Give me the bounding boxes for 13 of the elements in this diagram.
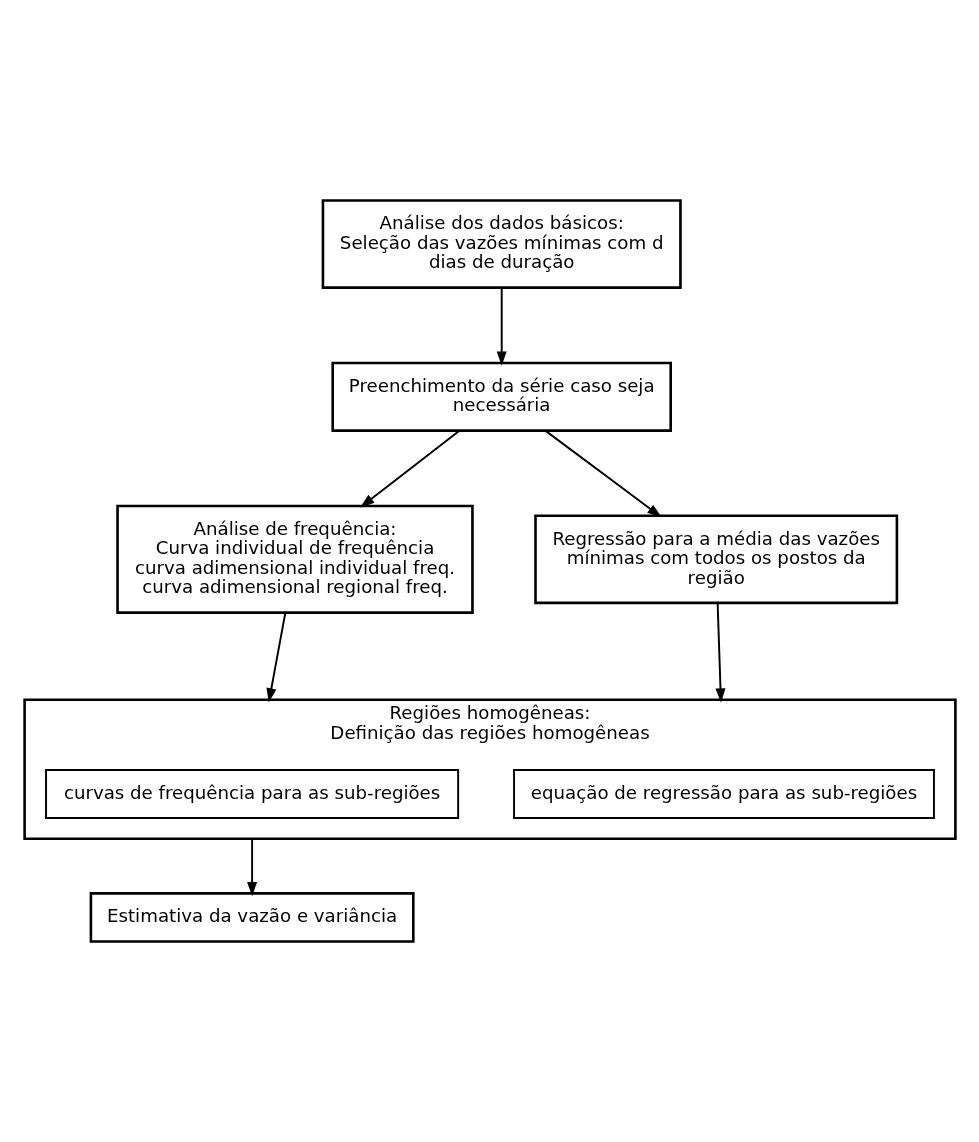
- node-box: Análise dos dados básicos: Seleção das vazões mínimas com d dias de duração: [321, 199, 682, 289]
- node-box: Regressão para a média das vazões mínimas com todos os postos da região: [533, 514, 898, 605]
- arrow: [265, 611, 286, 703]
- arrow: [246, 837, 257, 897]
- node-box: curvas de frequência para as sub-regiões: [44, 768, 459, 819]
- node-box: Preenchimento da série caso seja necessária: [330, 361, 672, 432]
- node-box: Estimativa da vazão e variância: [89, 892, 415, 943]
- arrow: [359, 429, 460, 508]
- node-box: equação de regressão para as sub-regiões: [512, 768, 935, 819]
- arrow: [496, 287, 507, 366]
- node-box: Análise de frequência: Curva individual de frequência curva adimensional individual freq. curva adimensional regional freq.: [115, 504, 474, 614]
- arrow: [544, 429, 662, 518]
- arrow: [715, 602, 725, 703]
